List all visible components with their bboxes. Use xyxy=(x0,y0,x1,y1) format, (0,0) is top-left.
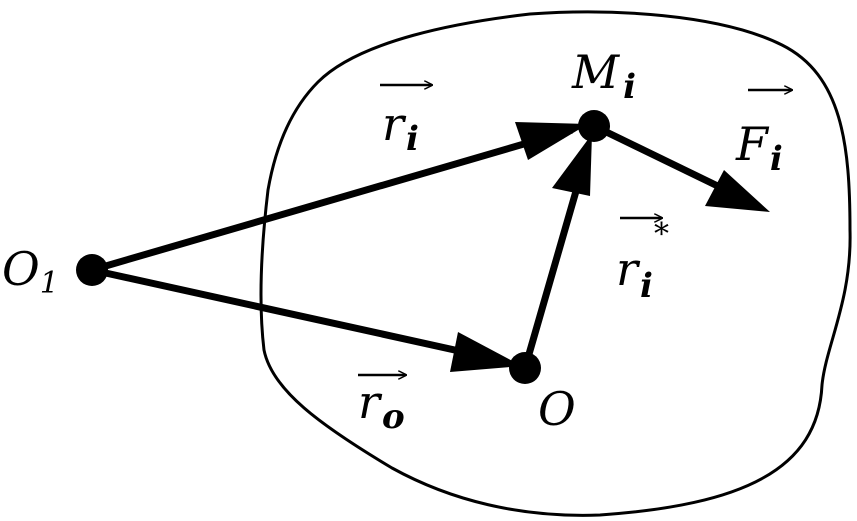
label-r-i-star-sup: * xyxy=(654,217,669,252)
label-o: O xyxy=(538,382,576,436)
label-o1: O1 xyxy=(2,242,59,301)
vector-r-i-star-arrowhead xyxy=(552,134,592,196)
label-r-i: ri xyxy=(382,97,419,159)
label-r-o: ro xyxy=(358,375,405,437)
label-f-i: Fi xyxy=(735,117,783,179)
label-r-i-star: ri xyxy=(616,242,653,306)
vector-r-i-star xyxy=(521,159,589,369)
rigid-body-outline xyxy=(259,10,852,517)
vector-f-i-arrowhead xyxy=(705,170,770,212)
point-o1 xyxy=(76,254,108,286)
vector-f-i xyxy=(592,122,732,196)
vector-r-i-arrowhead xyxy=(515,122,588,160)
vector-r-o-arrowhead xyxy=(450,332,522,372)
vector-r-i xyxy=(91,126,573,274)
vector-r-o xyxy=(91,266,501,364)
point-mi xyxy=(578,110,610,142)
point-o xyxy=(509,352,541,384)
